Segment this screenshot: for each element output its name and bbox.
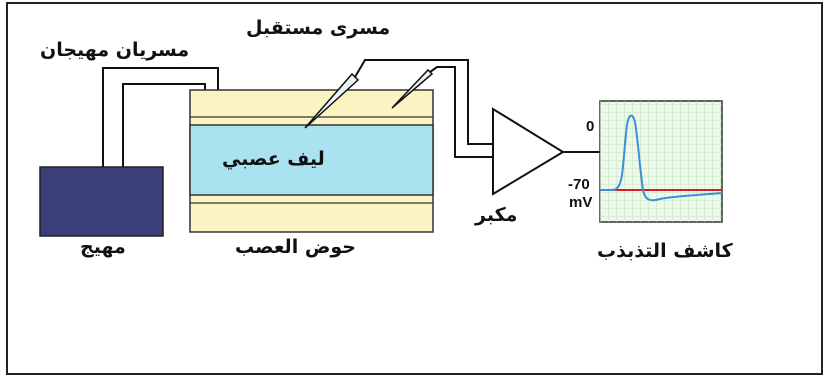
stimulator-label: مهيج — [80, 236, 126, 258]
nerve-fiber — [189, 124, 434, 196]
oscilloscope-label: كاشف التذبذب — [597, 240, 733, 262]
scope-unit: mV — [569, 194, 593, 211]
stimulating-electrodes-label: مسريان مهيجان — [40, 39, 190, 61]
recording-leads — [354, 59, 493, 158]
nerve-fiber-label: ليف عصبي — [222, 148, 325, 170]
scope-tick-zero: 0 — [586, 118, 595, 135]
amplifier-triangle — [492, 107, 565, 196]
recording-electrode-label: مسرى مستقبل — [246, 17, 391, 39]
nerve-chamber-label: حوض العصب — [235, 236, 356, 258]
scope-tick-rest: -70 — [568, 176, 590, 193]
amplifier-label: مكبر — [475, 204, 518, 226]
stimulator-box — [39, 166, 164, 237]
action-potential-trace — [600, 114, 723, 202]
oscilloscope-grid — [600, 101, 722, 222]
